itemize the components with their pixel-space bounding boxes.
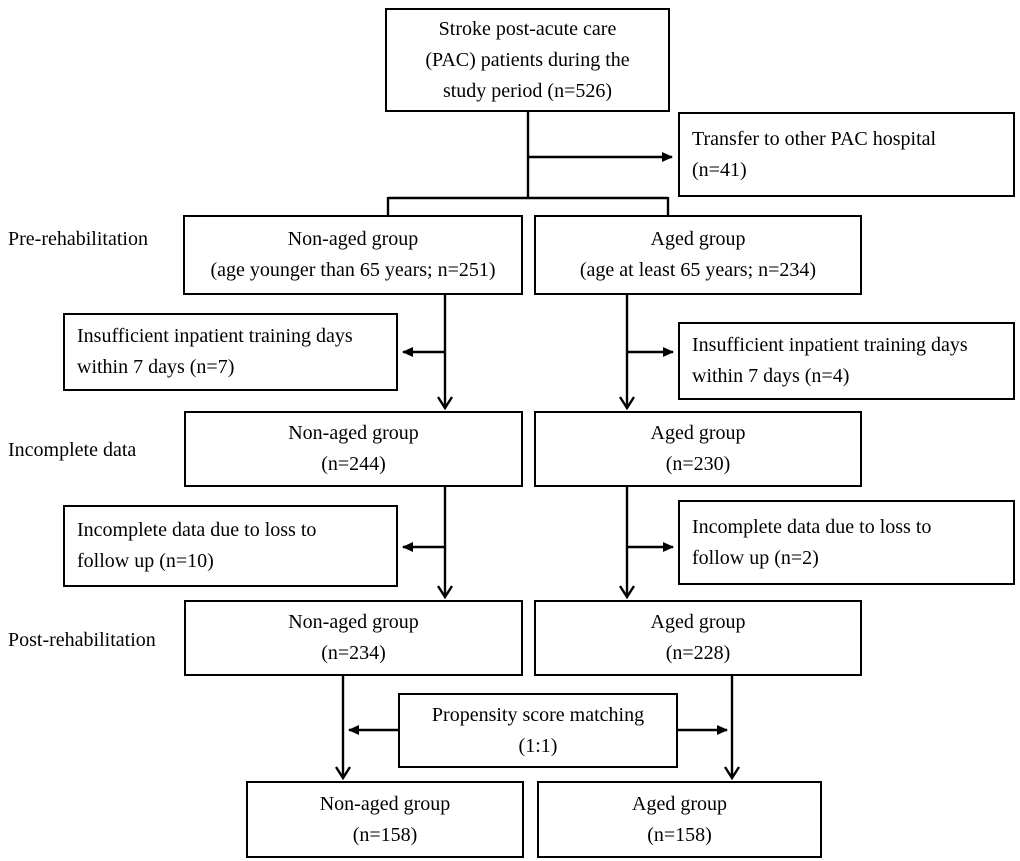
text-line: Insufficient inpatient training days	[692, 334, 968, 356]
text-line: (n=234)	[321, 642, 386, 664]
text-line: Non-aged group	[288, 611, 419, 633]
box-excluded-followup-aged: Incomplete data due to loss to follow up …	[678, 500, 1015, 585]
text-line: (1:1)	[518, 734, 558, 757]
text-line: within 7 days (n=7)	[77, 356, 235, 378]
text-line: Aged group	[632, 792, 727, 815]
box-excluded-training-non-aged: Insufficient inpatient training days with…	[63, 313, 398, 391]
text-line: Aged group	[650, 228, 746, 250]
text-line: Insufficient inpatient training days	[77, 325, 353, 347]
box-incomplete-non-aged: Non-aged group (n=244)	[184, 411, 523, 487]
text-line: Incomplete data due to loss to	[77, 519, 317, 541]
box-excluded-training-aged: Insufficient inpatient training days with…	[678, 322, 1015, 400]
box-matched-aged: Aged group (n=158)	[537, 781, 822, 858]
text-line: follow up (n=2)	[692, 546, 819, 569]
text-line: Stroke post-acute care	[438, 17, 617, 40]
box-propensity-matching: Propensity score matching (1:1)	[398, 693, 678, 768]
text-line: Aged group	[650, 422, 746, 444]
text-line: Aged group	[650, 611, 746, 633]
text-line: (n=158)	[352, 823, 418, 846]
text-line: Propensity score matching	[431, 703, 645, 726]
text-line: Transfer to other PAC hospital	[692, 127, 937, 150]
text-line: within 7 days (n=4)	[692, 365, 850, 387]
box-pre-rehab-aged: Aged group (age at least 65 years; n=234)	[534, 215, 862, 295]
stage-label-post-rehabilitation: Post-rehabilitation	[8, 629, 156, 651]
text-line: (n=244)	[321, 453, 386, 475]
stage-label-pre-rehabilitation: Pre-rehabilitation	[8, 228, 148, 250]
text-line: (n=228)	[665, 642, 731, 664]
box-post-rehab-aged: Aged group (n=228)	[534, 600, 862, 676]
box-matched-non-aged: Non-aged group (n=158)	[246, 781, 524, 858]
text-line: Non-aged group	[319, 792, 451, 815]
text-line: (PAC) patients during the	[425, 48, 630, 71]
text-line: study period (n=526)	[442, 79, 613, 102]
box-transfer-excluded: Transfer to other PAC hospital (n=41)	[678, 112, 1015, 197]
text-line: (n=41)	[692, 158, 747, 181]
box-incomplete-aged: Aged group (n=230)	[534, 411, 862, 487]
text-line: (n=158)	[647, 823, 712, 846]
text-line: Non-aged group	[288, 422, 419, 444]
text-line: (age at least 65 years; n=234)	[579, 259, 817, 281]
text-line: Non-aged group	[287, 228, 419, 250]
text-line: follow up (n=10)	[77, 550, 214, 572]
stage-label-incomplete-data: Incomplete data	[8, 439, 137, 461]
box-enrollment: Stroke post-acute care (PAC) patients dur…	[385, 8, 670, 112]
box-excluded-followup-non-aged: Incomplete data due to loss to follow up …	[63, 505, 398, 587]
box-post-rehab-non-aged: Non-aged group (n=234)	[184, 600, 523, 676]
text-line: Incomplete data due to loss to	[692, 515, 932, 538]
text-line: (age younger than 65 years; n=251)	[210, 259, 496, 281]
text-line: (n=230)	[665, 453, 731, 475]
box-pre-rehab-non-aged: Non-aged group (age younger than 65 years…	[183, 215, 523, 295]
